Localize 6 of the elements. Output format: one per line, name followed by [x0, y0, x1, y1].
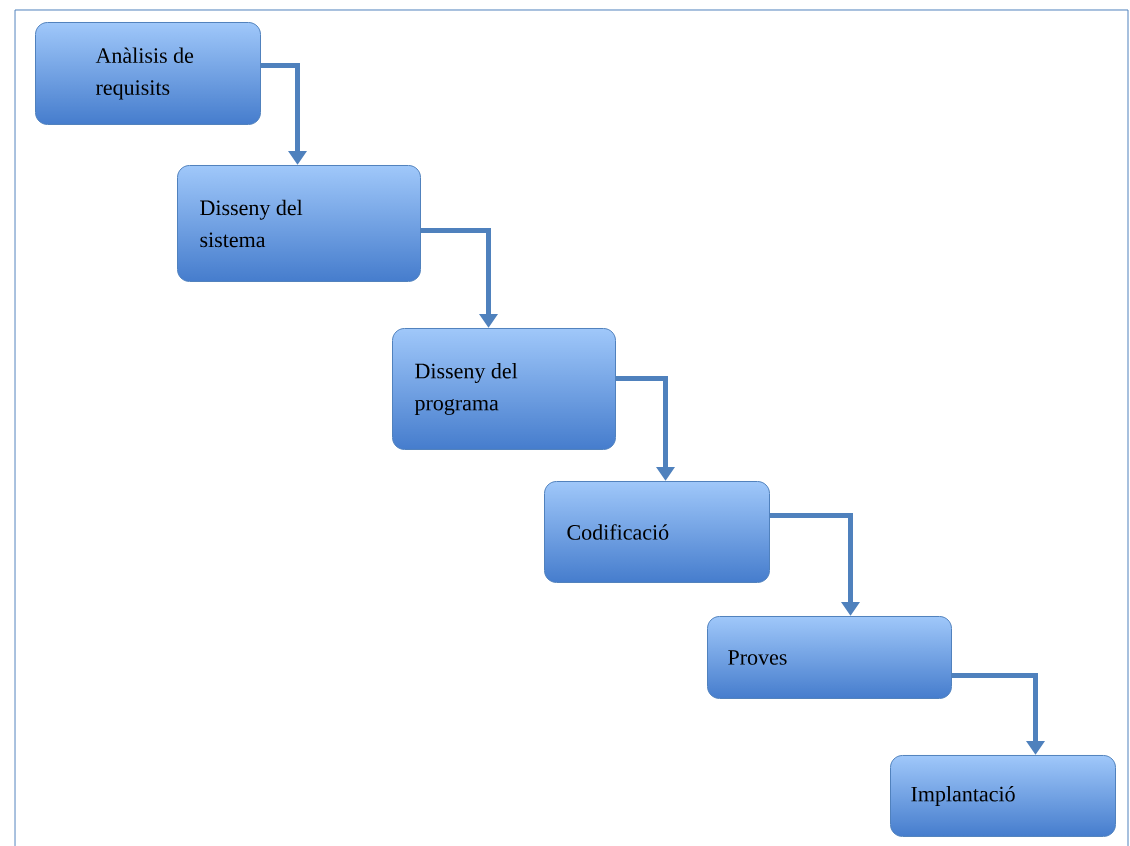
process-box: Disseny del programa — [392, 328, 616, 450]
process-box: Proves — [707, 616, 952, 699]
process-box: Disseny del sistema — [177, 165, 421, 282]
process-box: Anàlisis de requisits — [35, 22, 261, 125]
process-box: Implantació — [890, 755, 1116, 837]
process-box: Codificació — [544, 481, 770, 583]
